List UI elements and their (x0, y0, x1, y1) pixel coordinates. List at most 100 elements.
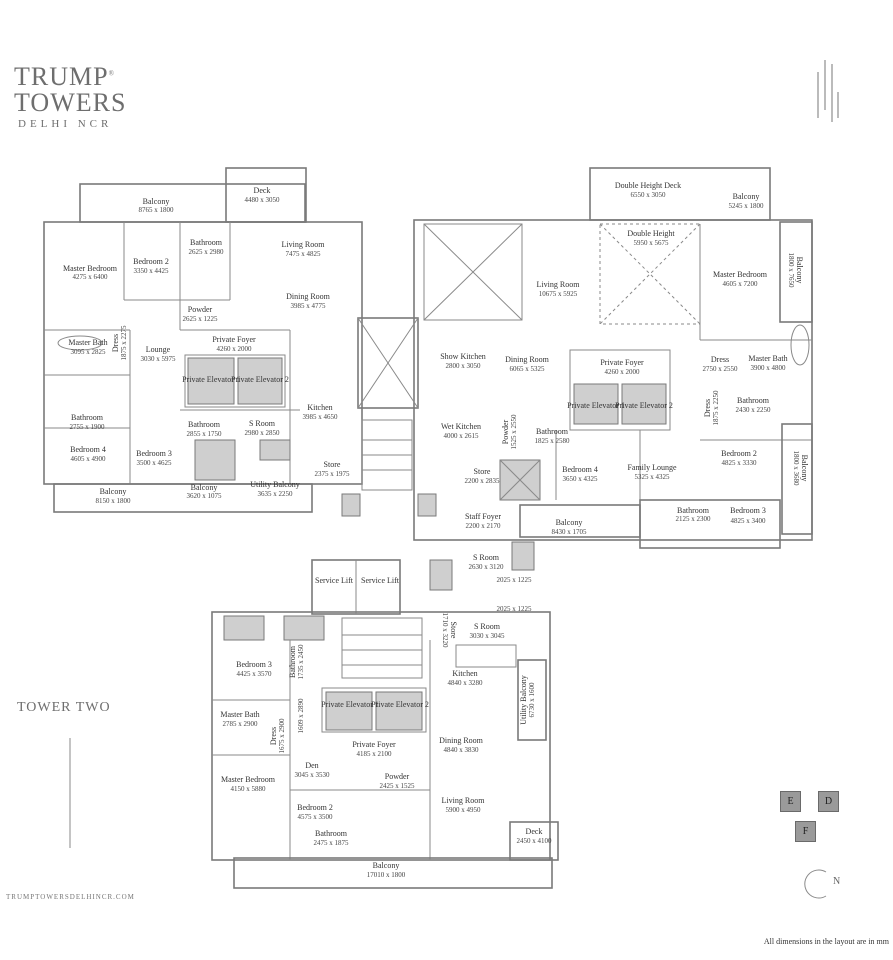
room-name: Bedroom 2 (297, 803, 333, 812)
room-dimension: 2750 x 2550 (703, 365, 739, 373)
registered-mark: ® (108, 69, 115, 78)
room-dimension: 1875 x 2275 (120, 325, 128, 361)
room-dimension: 4605 x 4900 (71, 455, 107, 463)
room-name: Bathroom (188, 420, 221, 429)
room-name: Private Foyer (352, 740, 396, 749)
room-name: Bedroom 4 (562, 465, 598, 474)
room-dimension: 2200 x 2170 (466, 522, 502, 530)
dimension-note: All dimensions in the layout are in mm (763, 937, 889, 946)
room-name: Store (324, 460, 341, 469)
room-name: Family Lounge (627, 463, 677, 472)
room-name: Private Foyer (212, 335, 256, 344)
room-name: Master Bedroom (713, 270, 768, 279)
unit-f-elevator-1-shape (325, 691, 373, 731)
room-dimension: 10675 x 5925 (539, 290, 578, 298)
unit-d (413, 167, 813, 549)
room-name: S Room (474, 622, 501, 631)
unit-d-balcony-right (781, 423, 813, 535)
room-name: Dress (111, 334, 120, 352)
room-name: Store (474, 467, 491, 476)
room-name: Wet Kitchen (441, 422, 481, 431)
room-name: Private Elevator 2 (231, 375, 289, 384)
room-dimension: 6730 x 1600 (528, 682, 536, 718)
room-name: Utility Balcony (519, 675, 528, 725)
room-name: Service Lift (315, 576, 354, 585)
room-dimension: 8150 x 1800 (96, 497, 132, 505)
room-dimension: 1675 x 2900 (278, 718, 286, 754)
room-name: Dining Room (505, 355, 550, 364)
room-name: Kitchen (452, 669, 477, 678)
room-dimension: 2785 x 2900 (223, 720, 259, 728)
room-name: Bathroom (737, 396, 770, 405)
room-dimension: 3030 x 5975 (141, 355, 177, 363)
room-name: Master Bath (68, 338, 107, 347)
room-dimension: 3095 x 2825 (71, 348, 107, 356)
room-name: Private Foyer (600, 358, 644, 367)
brand-line-1: TRUMP® (14, 62, 115, 91)
room-name: Deck (526, 827, 543, 836)
room-name: S Room (249, 419, 276, 428)
room-dimension: 17010 x 1800 (367, 871, 406, 879)
room-dimension: 2200 x 2835 (465, 477, 501, 485)
room-name: S Room (473, 553, 500, 562)
room-name: Dining Room (439, 736, 484, 745)
room-dimension: 2025 x 1225 (497, 576, 533, 584)
room-name: Double Height (627, 229, 675, 238)
unit-d-side-balcony (779, 221, 813, 323)
room-name: Balcony (800, 455, 809, 482)
room-dimension: 7475 x 4825 (286, 250, 322, 258)
unit-f-elevator-2-shape (375, 691, 423, 731)
room-dimension: 1875 x 2250 (712, 390, 720, 426)
key-plan-tile-f: F (795, 821, 816, 842)
room-name: Bathroom (536, 427, 569, 436)
room-dimension: 1710 x 3220 (441, 613, 449, 649)
central-core (311, 317, 437, 615)
room-dimension: 5900 x 4950 (446, 806, 482, 814)
room-name: Deck (254, 186, 271, 195)
room-name: Private Elevator 2 (371, 700, 429, 709)
room-name: Bedroom 3 (136, 449, 172, 458)
unit-e-elevator-1-shape (187, 357, 235, 405)
room-name: Bathroom (288, 645, 297, 678)
room-dimension: 4260 x 2000 (217, 345, 253, 353)
room-name: Bathroom (190, 238, 223, 247)
room-dimension: 2855 x 1750 (187, 430, 223, 438)
room-name: Den (305, 761, 318, 770)
room-dimension: 2025 x 1225 (497, 605, 533, 613)
room-name: Bathroom (677, 506, 710, 515)
room-name: Private Elevator 1 (182, 375, 240, 384)
room-dimension: 2625 x 2980 (189, 248, 225, 256)
room-dimension: 3045 x 3530 (295, 771, 331, 779)
room-name: Dress (711, 355, 729, 364)
room-dimension: 5245 x 1800 (729, 202, 765, 210)
room-name: Private Elevator 2 (615, 401, 673, 410)
room-dimension: 4260 x 2000 (605, 368, 641, 376)
room-name: Balcony (795, 257, 804, 284)
room-dimension: 4150 x 5880 (231, 785, 267, 793)
room-name: Powder (501, 419, 510, 444)
room-dimension: 2375 x 1975 (315, 470, 351, 478)
room-name: Dining Room (286, 292, 331, 301)
room-name: Master Bath (748, 354, 787, 363)
room-dimension: 1800 x 7650 (787, 253, 795, 289)
room-dimension: 2430 x 2250 (736, 406, 772, 414)
room-dimension: 1609 x 2890 (297, 698, 305, 734)
room-dimension: 4825 x 3400 (731, 517, 767, 525)
unit-f-balcony (233, 857, 553, 889)
room-name: Bedroom 4 (70, 445, 106, 454)
room-dimension: 1735 x 2450 (297, 644, 305, 680)
room-dimension: 2125 x 2300 (676, 515, 712, 523)
room-dimension: 1525 x 2550 (510, 414, 518, 450)
room-dimension: 4480 x 3050 (245, 196, 281, 204)
room-dimension: 4425 x 3570 (237, 670, 273, 678)
room-dimension: 2800 x 3050 (446, 362, 482, 370)
room-dimension: 4825 x 3330 (722, 459, 758, 467)
room-dimension: 1800 x 3680 (792, 451, 800, 487)
room-name: Lounge (146, 345, 171, 354)
room-name: Master Bedroom (221, 775, 276, 784)
room-dimension: 3635 x 2250 (258, 490, 294, 498)
room-dimension: 3985 x 4650 (303, 413, 339, 421)
room-name: Master Bedroom (63, 264, 118, 273)
room-name: Bedroom 2 (721, 449, 757, 458)
